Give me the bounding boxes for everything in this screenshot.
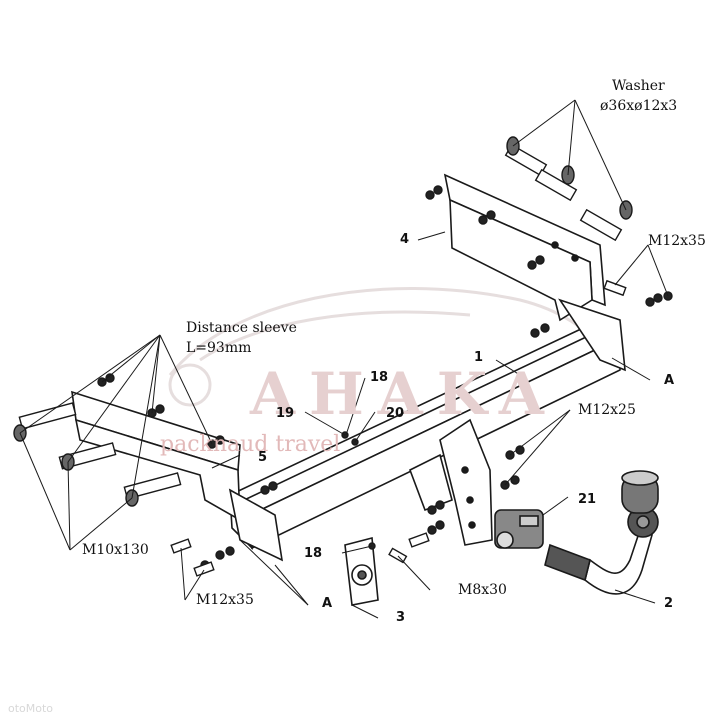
leader-lines xyxy=(19,99,669,619)
label-part-18-top: 18 xyxy=(370,370,389,385)
label-washer: Washer xyxy=(612,78,665,94)
center-brackets xyxy=(408,418,493,546)
label-part-2: 2 xyxy=(664,596,674,611)
label-distance-sleeve: Distance sleeve xyxy=(186,320,297,336)
watermark-car-outline xyxy=(168,287,602,407)
label-part-4: 4 xyxy=(400,232,410,247)
label-part-21: 21 xyxy=(578,492,597,507)
watermark-brand: AHAKA xyxy=(250,360,558,428)
label-a-right: A xyxy=(664,373,675,388)
watermark-subtitle: packnaud travel xyxy=(160,432,341,457)
label-m8x30: M8x30 xyxy=(458,582,507,598)
electrical-socket xyxy=(494,509,544,549)
label-m12x35-bottom: M12x35 xyxy=(196,592,254,608)
label-part-19: 19 xyxy=(276,406,295,421)
label-m12x25: M12x25 xyxy=(578,402,636,418)
label-m10x130: M10x130 xyxy=(82,542,149,558)
label-part-1: 1 xyxy=(474,350,484,365)
label-part-5: 5 xyxy=(258,450,268,465)
label-distance-sleeve-length: L=93mm xyxy=(186,340,252,356)
watermark-footer: otoMoto xyxy=(8,702,54,715)
label-washer-size: ø36xø12x3 xyxy=(600,98,678,114)
right-bracket xyxy=(443,173,626,372)
label-m12x35-top: M12x35 xyxy=(648,233,706,249)
left-bracket xyxy=(71,390,284,562)
tow-ball-neck xyxy=(544,470,659,595)
label-part-18-bottom: 18 xyxy=(304,546,323,561)
label-a-left: A xyxy=(322,596,333,611)
label-part-3: 3 xyxy=(396,610,406,625)
label-part-20: 20 xyxy=(386,406,405,421)
socket-plate xyxy=(344,536,379,606)
